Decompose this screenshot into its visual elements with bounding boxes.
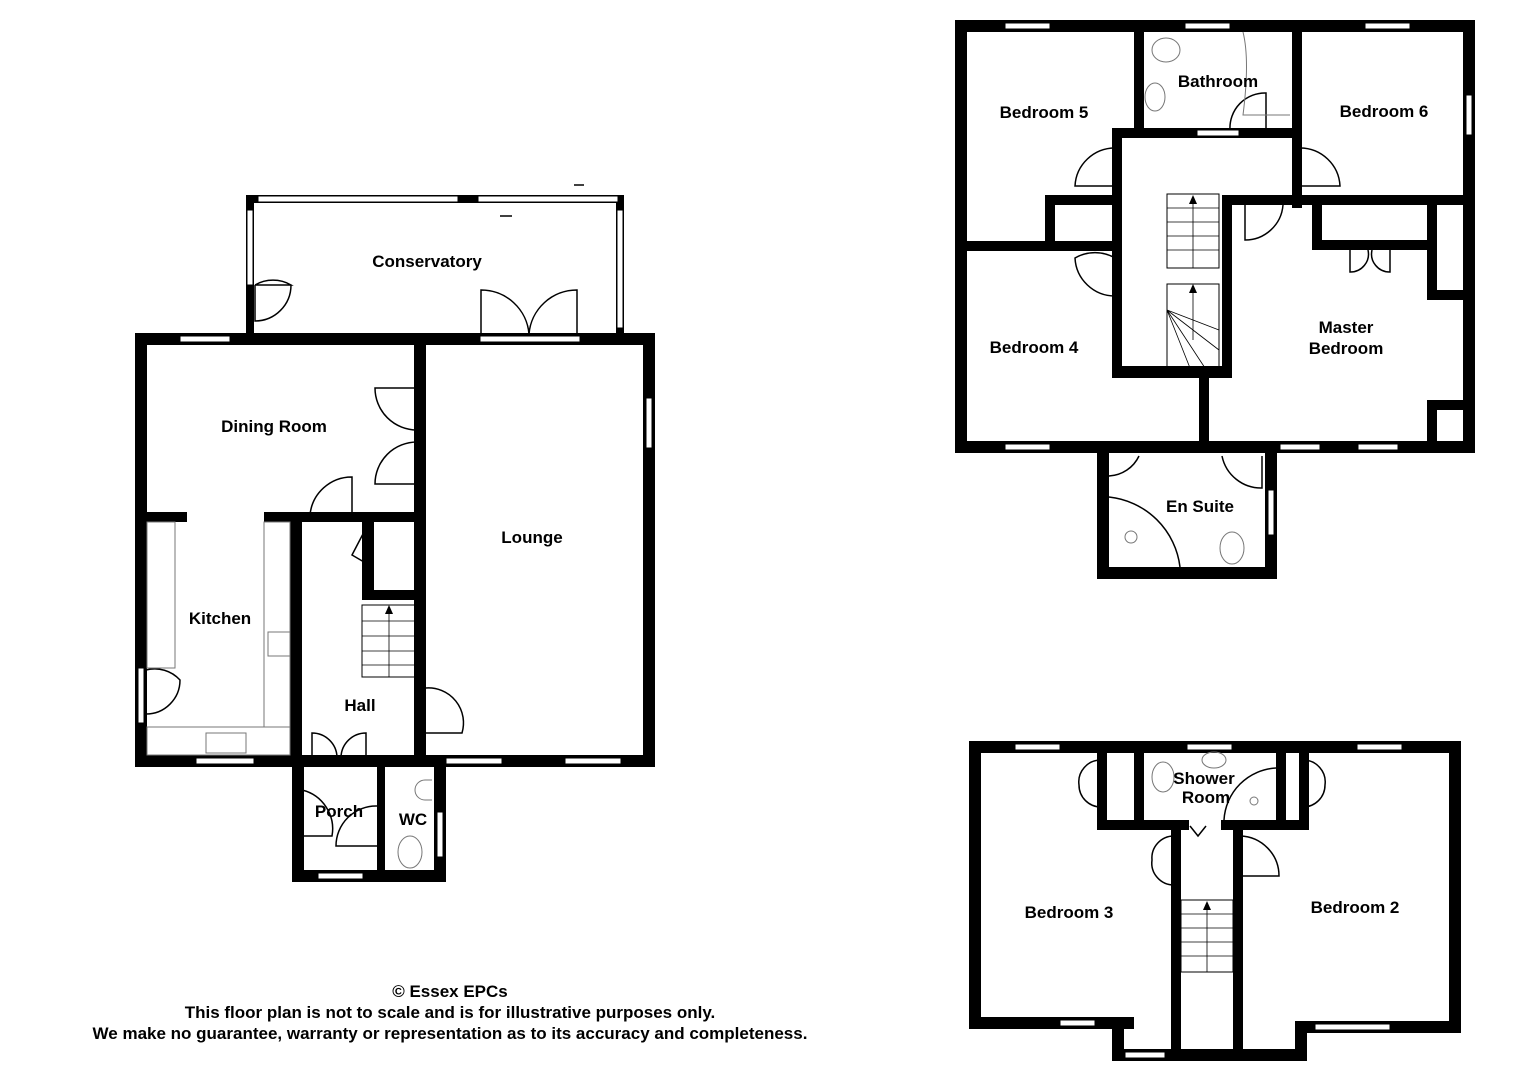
windows: [137, 335, 653, 880]
room-label-bedroom-2: Bedroom 2: [1311, 898, 1400, 917]
ground-stairs: [361, 604, 417, 678]
conservatory-frame: [246, 184, 624, 335]
room-label-bedroom-6: Bedroom 6: [1340, 102, 1429, 121]
room-label-wc: WC: [399, 810, 427, 829]
first-floor-windows: [1004, 22, 1473, 536]
room-label-bathroom: Bathroom: [1178, 72, 1258, 91]
room-label-master-bedroom-line2: Bedroom: [1309, 339, 1384, 358]
room-label-shower-room-line2: Room: [1182, 788, 1230, 807]
second-floor-stairs: [1180, 899, 1234, 973]
disclaimer-line-2: We make no guarantee, warranty or repres…: [92, 1024, 808, 1043]
room-label-bedroom-5: Bedroom 5: [1000, 103, 1089, 122]
room-label-master-bedroom-line1: Master: [1319, 318, 1374, 337]
room-label-bedroom-4: Bedroom 4: [990, 338, 1079, 357]
room-label-dining-room: Dining Room: [221, 417, 327, 436]
first-floor-plan: Bedroom 5 Bathroom Bedroom 6 Bedroom 4 M…: [955, 20, 1475, 579]
first-floor-stairs: [1166, 193, 1220, 369]
room-label-kitchen: Kitchen: [189, 609, 251, 628]
room-label-porch: Porch: [315, 802, 363, 821]
disclaimer-line-1: This floor plan is not to scale and is f…: [184, 1003, 716, 1022]
disclaimer-footer: © Essex EPCs This floor plan is not to s…: [40, 981, 860, 1044]
room-label-hall: Hall: [344, 696, 375, 715]
ground-floor-plan: Conservatory Dining Room Lounge Kitchen …: [135, 184, 655, 882]
room-label-shower-room-line1: Shower: [1173, 769, 1235, 788]
second-floor-plan: Shower Room Bedroom 3 Bedroom 2: [969, 741, 1461, 1061]
copyright-text: © Essex EPCs: [392, 982, 508, 1001]
room-label-conservatory: Conservatory: [372, 252, 482, 271]
second-floor-windows: [1014, 743, 1403, 1059]
room-label-en-suite: En Suite: [1166, 497, 1234, 516]
room-label-bedroom-3: Bedroom 3: [1025, 903, 1114, 922]
room-label-lounge: Lounge: [501, 528, 562, 547]
